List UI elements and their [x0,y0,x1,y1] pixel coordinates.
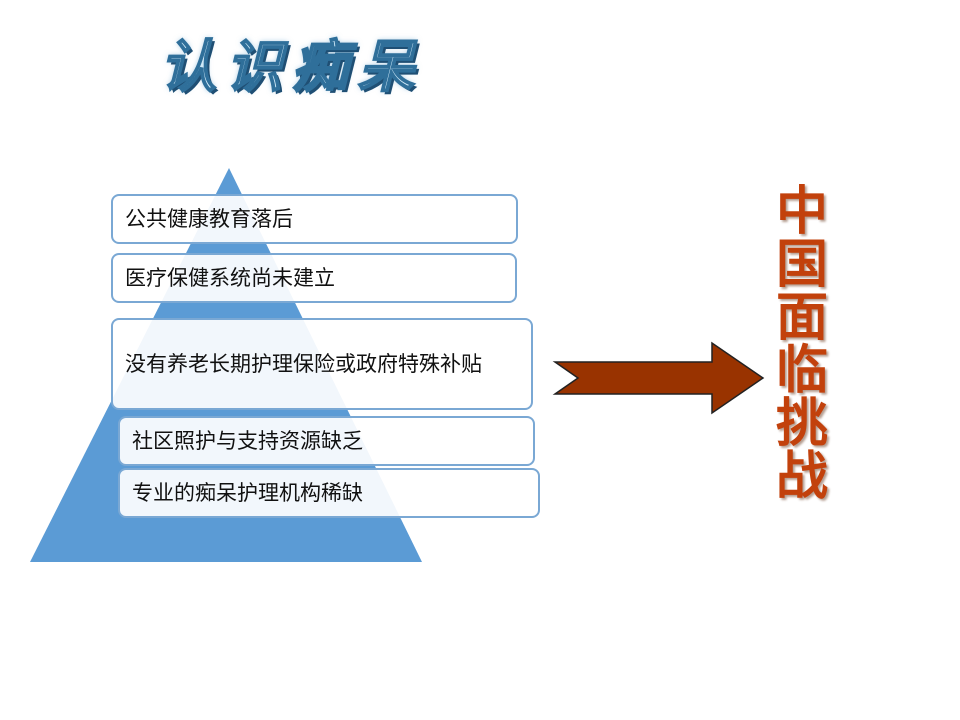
slide-title: 认识痴呆 [159,34,424,101]
pyramid-item-3: 没有养老长期护理保险或政府特殊补贴 [111,318,533,410]
pyramid-item-4-label: 社区照护与支持资源缺乏 [132,429,363,453]
pyramid-item-5: 专业的痴呆护理机构稀缺 [118,468,540,518]
pyramid-item-1: 公共健康教育落后 [111,194,518,244]
pyramid-item-5-label: 专业的痴呆护理机构稀缺 [132,481,363,505]
pyramid-item-3-label: 没有养老长期护理保险或政府特殊补贴 [125,352,482,376]
right-arrow-icon [552,341,765,415]
pyramid-item-2: 医疗保健系统尚未建立 [111,253,517,303]
pyramid-item-4: 社区照护与支持资源缺乏 [118,416,535,466]
pyramid-item-1-label: 公共健康教育落后 [125,207,293,231]
conclusion-text: 中国面临挑战 [775,182,828,507]
pyramid-item-2-label: 医疗保健系统尚未建立 [125,266,335,290]
